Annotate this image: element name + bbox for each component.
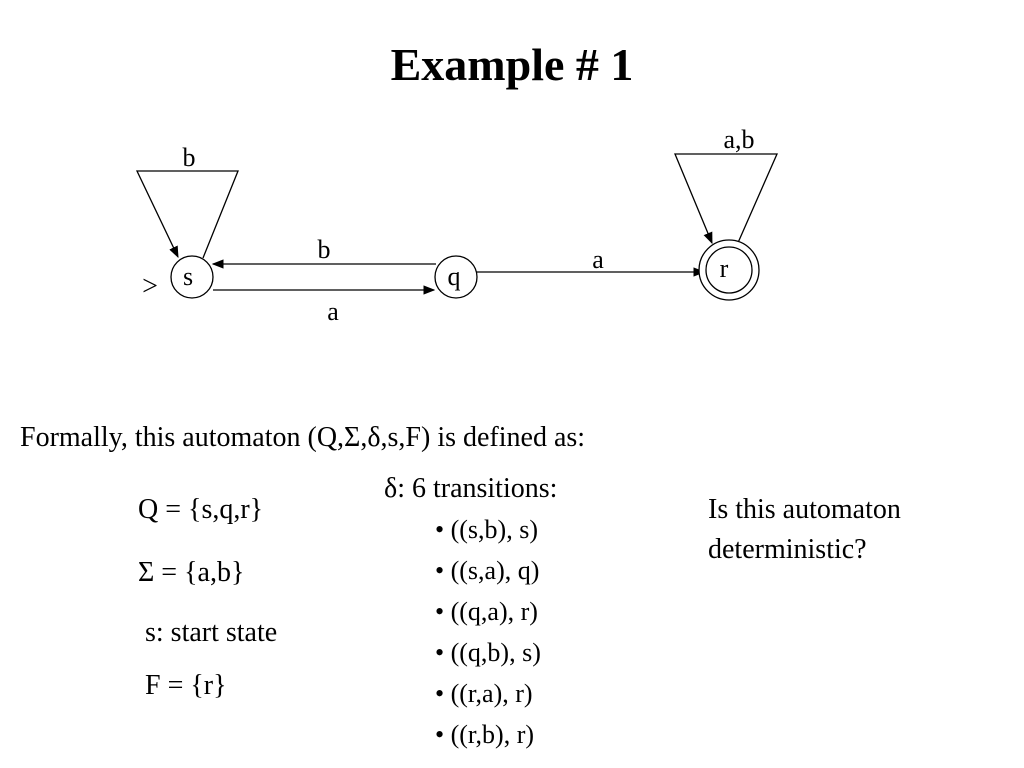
- formal-intro: Formally, this automaton (Q,Σ,δ,s,F) is …: [20, 422, 586, 453]
- transition-item: • ((q,b), s): [435, 638, 541, 667]
- edge-label-s-s: b: [183, 143, 196, 172]
- question-line-2: deterministic?: [708, 534, 867, 565]
- set-f: F = {r}: [145, 670, 227, 701]
- transition-list: • ((s,b), s) • ((s,a), q) • ((q,a), r) •…: [435, 509, 541, 755]
- state-r: r: [698, 239, 760, 301]
- state-label-q: q: [448, 262, 461, 291]
- slide-title: Example # 1: [390, 39, 634, 90]
- transition-item: • ((r,a), r): [435, 679, 533, 708]
- edge-label-r-r: a,b: [723, 125, 754, 154]
- transition-item: • ((s,a), q): [435, 556, 540, 585]
- edge-label-s-q: a: [327, 297, 339, 326]
- set-q: Q = {s,q,r}: [138, 494, 264, 525]
- delta-header: δ: 6 transitions:: [384, 473, 558, 504]
- question-line-1: Is this automaton: [708, 494, 901, 525]
- state-label-s: s: [183, 262, 193, 291]
- transition-item: • ((q,a), r): [435, 597, 538, 626]
- automaton-diagram: b b a a a,b > s q r: [135, 125, 778, 326]
- start-marker: >: [142, 271, 158, 302]
- state-label-r: r: [720, 254, 729, 283]
- set-sigma: Σ = {a,b}: [138, 557, 245, 588]
- edge-label-q-r: a: [592, 245, 604, 274]
- edge-label-q-s: b: [318, 235, 331, 264]
- start-state: s: start state: [145, 617, 278, 648]
- transition-item: • ((s,b), s): [435, 515, 538, 544]
- edge-r-r: [674, 153, 778, 246]
- edge-s-s: [135, 170, 239, 259]
- state-q: q: [434, 255, 478, 299]
- transition-item: • ((r,b), r): [435, 720, 535, 749]
- state-s: s: [170, 255, 214, 299]
